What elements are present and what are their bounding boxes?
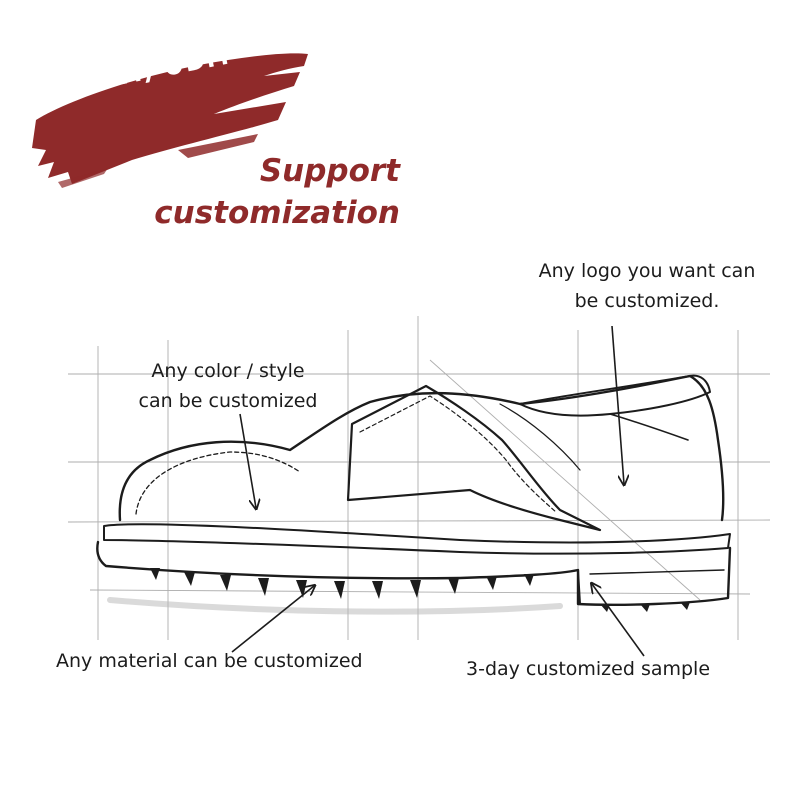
arrow-material	[231, 586, 314, 653]
headline-line-1: Support	[259, 153, 400, 189]
headline: Support customization	[130, 150, 400, 234]
arrow-logo	[611, 325, 624, 484]
construction-grid	[67, 316, 771, 640]
arrow-sample	[592, 584, 645, 657]
annotation-logo-line-1: Any logo you want can	[538, 260, 756, 282]
ground-shadow	[107, 597, 563, 615]
annotation-color: Any color / style can be customized	[108, 356, 348, 416]
shoe-outline	[96, 374, 732, 606]
annotation-logo-line-2: be customized.	[574, 290, 720, 312]
annotation-logo: Any logo you want can be customized.	[516, 256, 778, 316]
brush-stroke-badge	[32, 53, 308, 188]
arrow-color	[239, 413, 256, 508]
sole-lugs	[150, 568, 690, 612]
annotation-sample: 3-day customized sample	[466, 658, 711, 680]
annotation-material: Any material can be customized	[56, 650, 363, 672]
annotation-color-line-2: can be customized	[138, 390, 318, 412]
headline-line-2: customization	[154, 195, 400, 231]
annotation-color-line-1: Any color / style	[151, 360, 305, 382]
